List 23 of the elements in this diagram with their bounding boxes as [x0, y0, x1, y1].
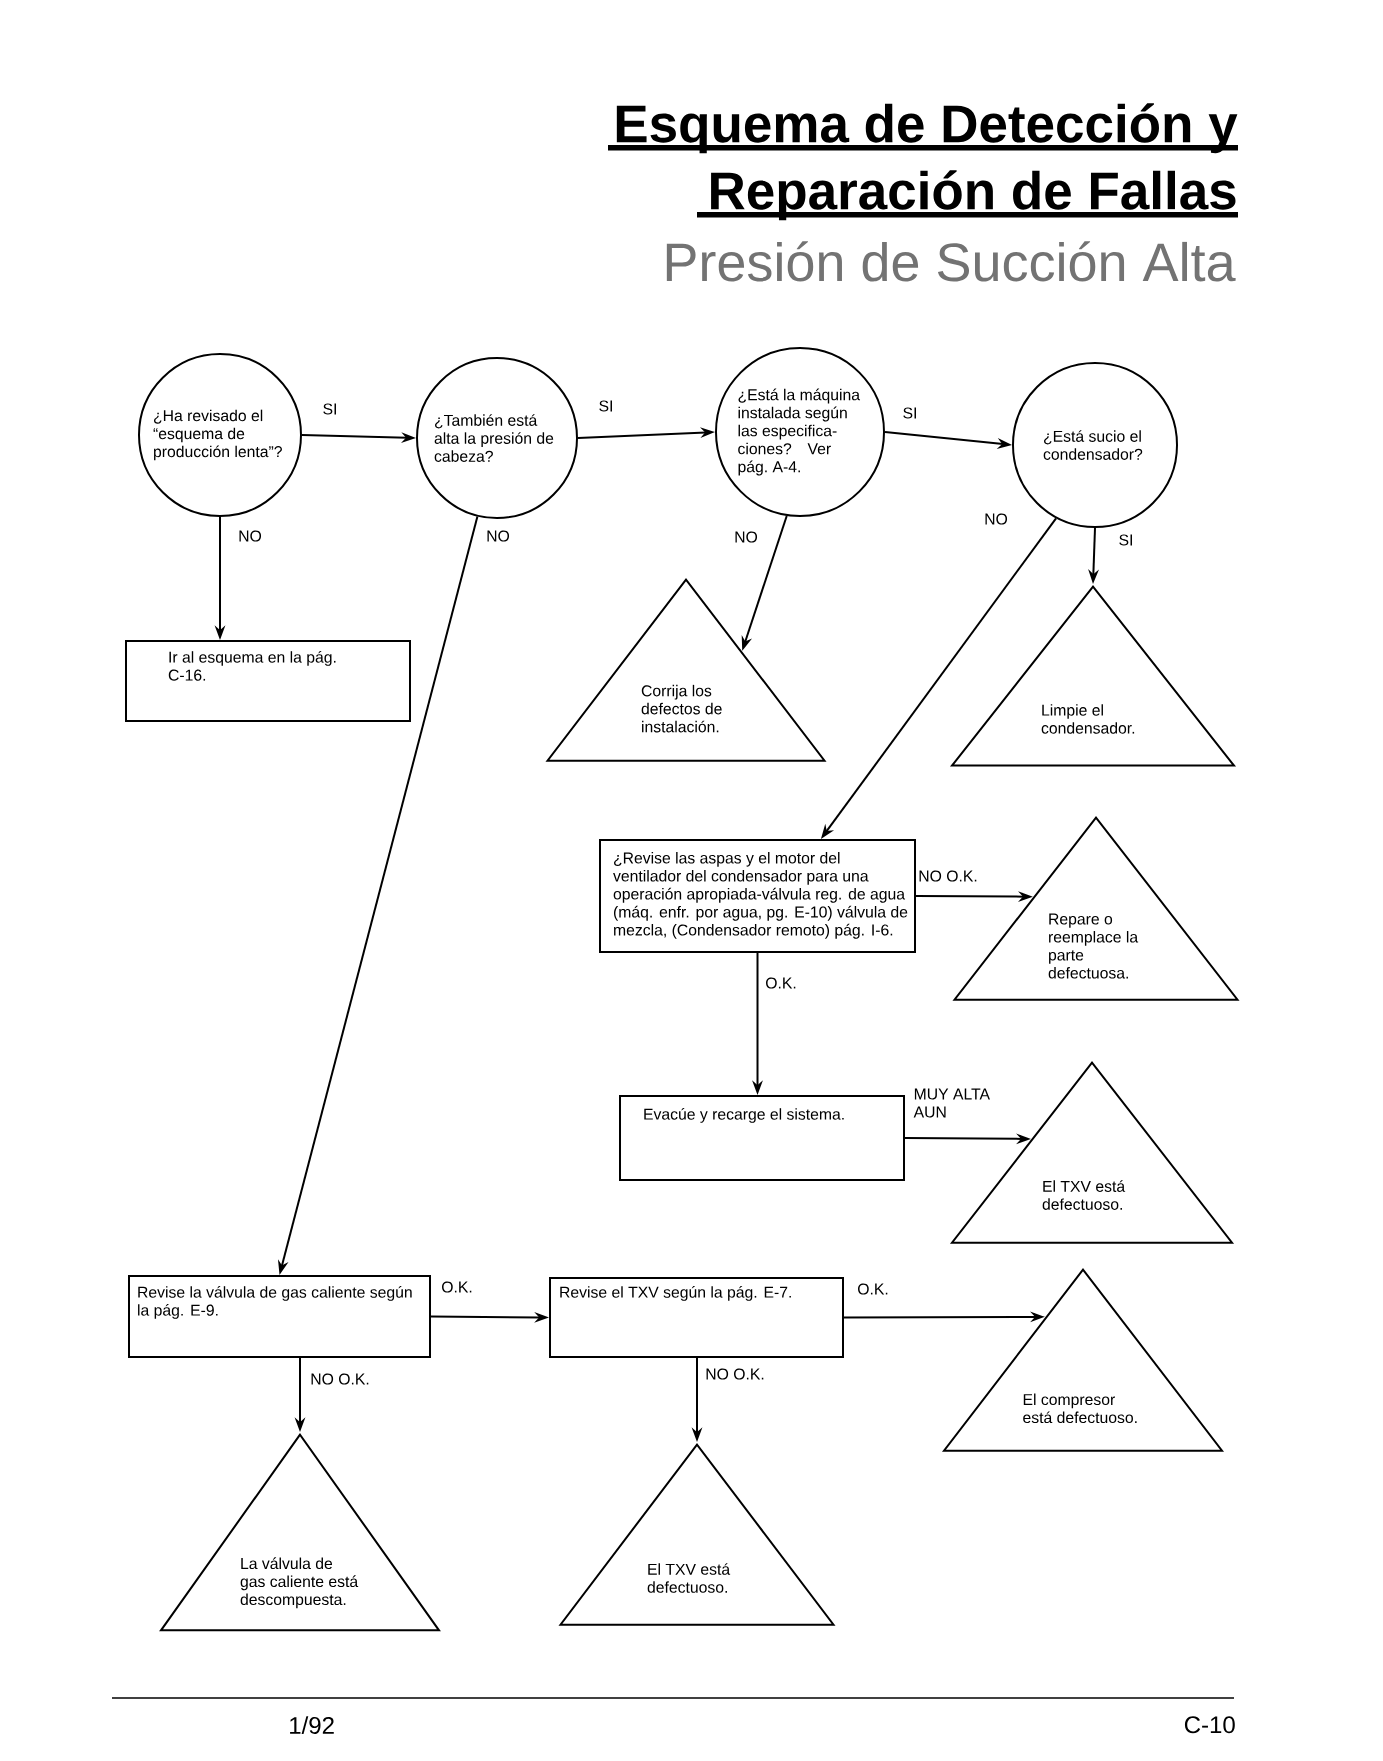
- edge-label: O.K.: [766, 977, 796, 989]
- edge-label: NO O.K.: [311, 1373, 369, 1385]
- edge-label: MUY ALTA AUN: [913, 1088, 990, 1118]
- edge-label: NO: [985, 513, 1008, 525]
- action-box: Revise la válvula de gas caliente según la pág. E-9.: [128, 1275, 431, 1358]
- page-number: C-10: [1184, 1716, 1235, 1734]
- edge-label: NO: [239, 530, 262, 542]
- edge-label: O.K.: [442, 1281, 472, 1293]
- edge-label: SI: [1119, 534, 1132, 546]
- edge-label: NO O.K.: [919, 870, 977, 882]
- edge-label: SI: [903, 407, 916, 419]
- edge-label: NO: [735, 531, 758, 543]
- edge-label: NO: [487, 530, 510, 542]
- action-box: Evacúe y recarge el sistema.: [619, 1095, 905, 1181]
- action-box: Ir al esquema en la pág. C-16.: [125, 640, 411, 722]
- footer-text: 1/92: [290, 1716, 334, 1734]
- edge-label: NO O.K.: [706, 1368, 764, 1380]
- subtitle: Presión de Succión Alta: [666, 241, 1236, 282]
- edge-label: O.K.: [858, 1283, 888, 1295]
- edge-label: SI: [323, 403, 336, 415]
- edge-label: SI: [599, 400, 612, 412]
- action-box: Revise el TXV según la pág. E-7.: [549, 1277, 844, 1358]
- action-box: ¿Revise las aspas y el motor del ventilador del condensador para una operación apropiada-válvula reg. de agua (máq. enfr. por agua, pg. E-10) válvula de mezcla, (Condensador remoto) pág. I-6.: [599, 839, 916, 953]
